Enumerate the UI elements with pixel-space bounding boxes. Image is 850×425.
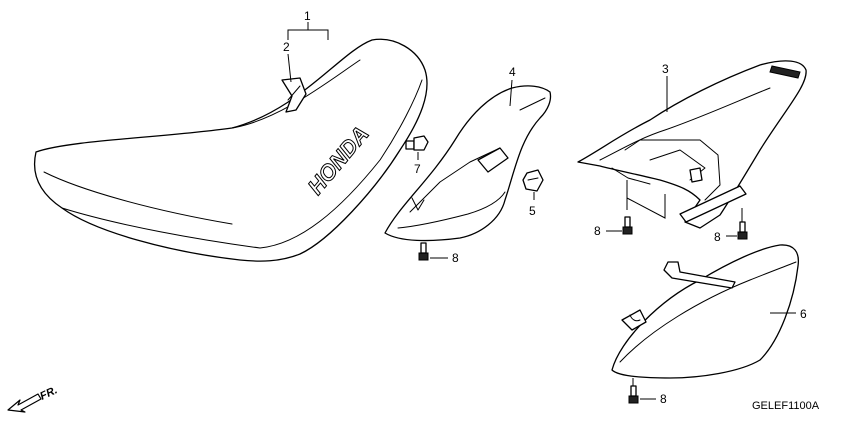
side-cover-right: [611, 244, 800, 379]
callout-5: 5: [529, 204, 536, 218]
bolt-7: [405, 135, 429, 160]
seat: HONDA: [34, 38, 428, 262]
bolt-8-fender-left: [622, 216, 633, 235]
bolt-8-left: [418, 242, 429, 261]
callout-8-fender-right: 8: [714, 230, 721, 244]
callout-1-bracket: [287, 22, 329, 40]
callout-8-fender-left: 8: [594, 224, 601, 238]
callout-1: 1: [304, 9, 311, 23]
callout-6: 6: [800, 307, 807, 321]
callout-8-left: 8: [452, 251, 459, 265]
rear-fender: [577, 60, 807, 229]
callout-8-bottom: 8: [660, 392, 667, 406]
side-cover-left: [384, 85, 552, 242]
callout-3: 3: [662, 62, 669, 76]
direction-label: FR.: [38, 384, 59, 402]
callout-4: 4: [509, 65, 516, 79]
bolt-8-bottom: [628, 378, 639, 404]
callout-7: 7: [414, 162, 421, 176]
front-direction-arrow-icon: FR.: [7, 384, 59, 413]
clip-nut-5: [522, 169, 544, 192]
bolt-8-fender-right: [737, 208, 748, 240]
diagram-code: GELEF1100A: [752, 400, 820, 412]
callout-2: 2: [283, 40, 290, 54]
